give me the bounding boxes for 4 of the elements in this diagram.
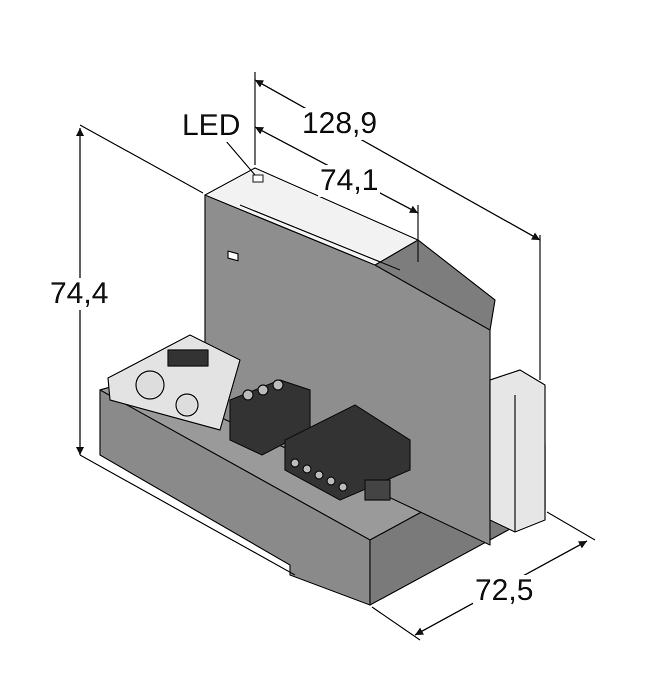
- leader-line: [226, 142, 256, 176]
- dimension-label: 74,1: [318, 165, 380, 197]
- dimension-label: 72,5: [473, 575, 536, 607]
- led-indicator: [252, 174, 264, 182]
